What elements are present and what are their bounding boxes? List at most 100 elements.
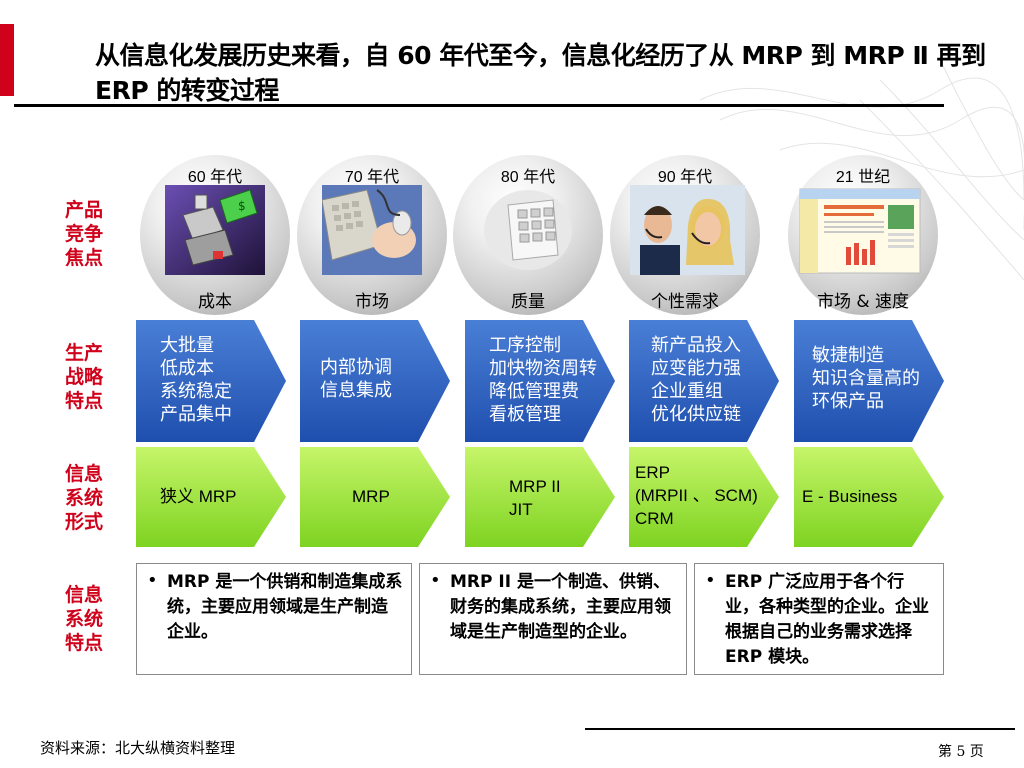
- text-line: 大批量: [160, 335, 214, 356]
- strategy-chevron-4: 新产品投入应变能力强企业重组优化供应链: [629, 320, 779, 442]
- strategy-text: 大批量低成本系统稳定产品集中: [160, 334, 232, 426]
- note-text: MRP II 是一个制造、供销、财务的集成系统，主要应用领域是生产制造型的企业。: [450, 572, 671, 642]
- row-label-line: 系统: [64, 608, 103, 630]
- text-line: (MRPII 、 SCM): [635, 486, 758, 505]
- system-chevron-3: MRP II JIT: [465, 447, 615, 547]
- chevron-shape: [136, 447, 286, 547]
- keyboard-mouse-icon: [322, 185, 422, 275]
- chevron-shape: [629, 447, 779, 547]
- strategy-text: 工序控制加快物资周转降低管理费看板管理: [489, 334, 597, 426]
- text-line: JIT: [509, 500, 533, 519]
- text-line: 内部协调: [320, 357, 392, 378]
- svg-text:$: $: [238, 199, 246, 213]
- era-year: 80 年代: [500, 169, 556, 186]
- row-label-line: 生产: [64, 342, 103, 364]
- chevron-shape: [794, 320, 944, 442]
- bullet-mark: •: [705, 570, 716, 591]
- text-line: 低成本: [160, 358, 214, 379]
- system-text: MRP II JIT: [509, 475, 561, 521]
- row-label-line: 信息: [64, 584, 103, 606]
- text-line: 产品集中: [160, 404, 232, 425]
- era-focus: 个性需求: [651, 292, 719, 312]
- era-year: 21 世纪: [835, 169, 891, 186]
- system-text: MRP: [352, 485, 390, 508]
- system-text: 狭义 MRP: [160, 485, 237, 508]
- row-label-line: 产品: [64, 199, 103, 221]
- web-page-icon: [796, 185, 924, 275]
- era-1980s: 80 年代 质量: [453, 155, 603, 320]
- text-line: 应变能力强: [651, 358, 741, 379]
- phone-keypad-icon: [478, 185, 578, 275]
- text-line: CRM: [635, 509, 674, 528]
- row-label-line: 系统: [64, 487, 103, 509]
- text-line: MRP II: [509, 477, 561, 496]
- system-chevron-5: E - Business: [794, 447, 944, 547]
- note-erp: • ERP 广泛应用于各个行业，各种类型的企业。企业根据自己的业务需求选择 ER…: [694, 563, 944, 675]
- row-label-product-focus: 产品竞争焦点: [58, 198, 110, 270]
- text-line: 敏捷制造: [812, 345, 884, 366]
- call-center-agents-icon: [630, 185, 745, 275]
- text-line: 看板管理: [489, 404, 561, 425]
- row-label-system-features: 信息系统特点: [58, 583, 110, 655]
- system-text: ERP (MRPII 、 SCM) CRM: [635, 461, 758, 530]
- row-label-line: 特点: [64, 632, 103, 654]
- row-label-line: 信息: [64, 463, 103, 485]
- row-label-production-strategy: 生产战略特点: [58, 341, 110, 413]
- bullet-mark: •: [430, 570, 441, 591]
- text-line: 优化供应链: [651, 404, 741, 425]
- text-line: 系统稳定: [160, 381, 232, 402]
- source-note: 资料来源：北大纵横资料整理: [40, 739, 236, 757]
- text-line: E - Business: [802, 487, 898, 506]
- strategy-chevron-5: 敏捷制造知识含量高的环保产品: [794, 320, 944, 442]
- system-chevron-4: ERP (MRPII 、 SCM) CRM: [629, 447, 779, 547]
- strategy-chevron-1: 大批量低成本系统稳定产品集中: [136, 320, 286, 442]
- text-line: 环保产品: [812, 391, 884, 412]
- title-underline: [14, 104, 944, 107]
- text-line: 企业重组: [651, 381, 723, 402]
- footer-rule: [585, 728, 1015, 730]
- chevron-shape: [794, 447, 944, 547]
- strategy-chevron-3: 工序控制加快物资周转降低管理费看板管理: [465, 320, 615, 442]
- bullet-mark: •: [147, 570, 158, 591]
- text-line: 新产品投入: [651, 335, 741, 356]
- row-label-line: 焦点: [64, 247, 103, 269]
- row-label-text: 产品竞争焦点: [58, 198, 110, 270]
- chevron-shape: [465, 447, 615, 547]
- system-text: E - Business: [802, 485, 897, 508]
- text-line: 信息集成: [320, 380, 392, 401]
- chevron-shape: [136, 320, 286, 442]
- row-label-text: 生产战略特点: [58, 341, 110, 413]
- note-text: MRP 是一个供销和制造集成系统，主要应用领域是生产制造企业。: [167, 572, 403, 642]
- era-year: 90 年代: [657, 169, 713, 186]
- era-1960s: 60 年代 $ 成本: [140, 155, 290, 320]
- era-focus: 市场: [355, 292, 389, 312]
- chevron-shape: [300, 447, 450, 547]
- text-line: 知识含量高的: [812, 368, 920, 389]
- chevron-shape: [629, 320, 779, 442]
- page-number: 第 5 页: [938, 744, 984, 760]
- strategy-text: 内部协调信息集成: [320, 356, 392, 402]
- text-line: MRP: [352, 487, 390, 506]
- era-focus: 市场 & 速度: [816, 292, 910, 312]
- era-year: 70 年代: [344, 169, 400, 186]
- row-label-text: 信息系统特点: [58, 583, 110, 655]
- page-title: 从信息化发展历史来看，自 60 年代至今，信息化经历了从 MRP 到 MRP Ⅱ…: [95, 41, 986, 105]
- note-text: ERP 广泛应用于各个行业，各种类型的企业。企业根据自己的业务需求选择 ERP …: [725, 572, 929, 667]
- row-label-line: 战略: [64, 366, 103, 388]
- note-mrp: • MRP 是一个供销和制造集成系统，主要应用领域是生产制造企业。: [136, 563, 412, 675]
- row-label-line: 特点: [64, 390, 103, 412]
- row-label-system-form: 信息系统形式: [58, 462, 110, 534]
- cash-register-icon: $: [165, 185, 265, 275]
- era-1970s: 70 年代 市场: [297, 155, 447, 320]
- note-mrp2: • MRP II 是一个制造、供销、财务的集成系统，主要应用领域是生产制造型的企…: [419, 563, 687, 675]
- text-line: 加快物资周转: [489, 358, 597, 379]
- system-chevron-2: MRP: [300, 447, 450, 547]
- era-focus: 质量: [511, 292, 545, 312]
- era-1990s: 90 年代 个性需求: [610, 155, 760, 320]
- title-accent-bar: [0, 24, 14, 96]
- text-line: ERP: [635, 463, 670, 482]
- system-chevron-1: 狭义 MRP: [136, 447, 286, 547]
- era-focus: 成本: [198, 292, 232, 312]
- strategy-chevron-2: 内部协调信息集成: [300, 320, 450, 442]
- row-label-line: 形式: [64, 511, 103, 533]
